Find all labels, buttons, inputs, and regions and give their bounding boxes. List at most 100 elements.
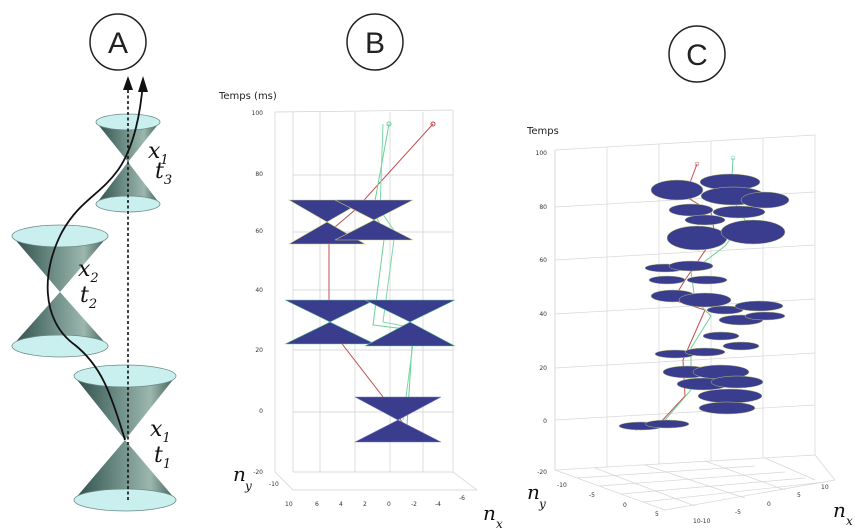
panel-c-disks [618,155,790,431]
svg-text:x1: x1 [150,417,171,446]
panel-b-label: B [346,13,404,71]
panel-b-axis-nx: n x [483,501,503,531]
panel-c-ny-ticks: -10 -5 0 5 [557,482,659,518]
panel-b-nx-ticks: 6 4 2 0 -2 -4 -6 [315,495,465,508]
trajectory-end-point [730,155,736,161]
panel-c-axis-nx: n x [833,498,853,528]
nx-tick: 10 [821,484,829,491]
disk-glyph [698,401,756,415]
disk-glyph [644,419,690,429]
ny-tick: -5 [589,492,595,499]
cone-label-top: x1 t3 [148,139,172,188]
nx-tick: 0 [387,501,391,508]
y-tick: 40 [255,287,263,294]
disk-glyph [720,219,786,245]
svg-text:n: n [233,462,246,486]
y-tick: -20 [537,469,547,476]
nx-tick: 10-10 [693,518,711,525]
trajectory-end-point [386,121,392,127]
y-tick: 80 [539,204,547,211]
y-tick: 60 [539,257,547,264]
disk-glyph [668,203,714,217]
y-tick: 20 [539,365,547,372]
svg-text:n: n [483,501,496,525]
svg-text:C: C [686,39,708,72]
ny-tick: 10 [285,501,293,508]
nx-tick: 4 [339,501,343,508]
panel-c-axis-ny: n y [527,480,546,511]
disk-glyph [684,214,726,226]
panel-b-trajectories [328,123,434,426]
disk-glyph [686,275,728,285]
y-tick: 40 [539,311,547,318]
disk-glyph [697,388,763,404]
disk-glyph [666,225,728,251]
panel-b-y-title: Temps (ms) [218,91,277,102]
nx-tick: -4 [435,501,441,508]
y-tick: 100 [536,150,548,157]
disk-glyph [678,292,732,308]
svg-text:t2: t2 [80,283,97,312]
svg-text:x: x [846,514,853,528]
nx-tick: 5 [797,492,801,499]
panel-c-y-ticks: 100 80 60 40 20 0 -20 [536,150,548,476]
svg-text:A: A [108,27,128,60]
curved-worldline [46,76,148,441]
light-cone-bottom [73,364,177,512]
panel-b-plot: B Temps (ms) 100 80 60 [218,13,503,531]
panel-b: B Temps (ms) 100 80 60 [205,0,505,531]
cone-glyph [287,199,414,245]
y-tick: -20 [253,469,263,476]
svg-text:n: n [833,498,846,522]
panel-c-plot: C Temps [526,25,853,528]
disk-glyph [706,305,744,315]
nx-tick: -5 [735,509,741,516]
disk-glyph [710,375,764,389]
disk-glyph [744,311,786,321]
panel-b-ny-ticks: -10 10 [269,481,293,508]
svg-text:x2: x2 [78,257,99,286]
disk-glyph [702,331,740,341]
disk-glyph [712,205,766,219]
cone-label-bottom: x1 t1 [150,417,171,472]
ny-tick: -10 [557,482,567,489]
svg-text:B: B [365,27,385,60]
cone-label-middle: x2 t2 [78,257,99,312]
disk-glyph [734,300,784,312]
disk-glyph [684,347,726,357]
trajectory-end-point [694,161,700,167]
nx-tick: -6 [459,495,465,502]
disk-glyph [648,275,686,285]
nx-tick: 0 [767,501,771,508]
panel-b-axis-ny: n y [233,462,252,493]
panel-b-y-ticks: 100 80 60 40 20 0 -20 [252,110,264,476]
y-tick: 60 [255,228,263,235]
svg-text:x: x [496,517,503,531]
cone-glyph [354,396,442,443]
panel-c: C Temps [515,0,855,531]
panel-a-label: A [89,13,147,71]
svg-text:y: y [538,497,546,511]
ny-tick: 0 [623,502,627,509]
y-tick: 80 [255,171,263,178]
panel-b-3d-box [274,109,478,491]
trajectory-end-point [430,121,436,127]
cone-glyph [284,299,456,347]
nx-tick: 6 [315,501,319,508]
panel-c-label: C [668,25,726,83]
svg-text:t1: t1 [154,443,171,472]
y-tick: 20 [255,347,263,354]
svg-text:x1: x1 [148,139,169,168]
panel-a-figure: A [11,13,177,512]
svg-text:t3: t3 [155,159,172,188]
ny-tick: 5 [655,511,659,518]
y-tick: 0 [543,418,547,425]
panel-c-nx-ticks: 10-10 -5 0 5 10 [693,484,829,525]
y-tick: 100 [252,110,264,117]
y-tick: 0 [259,408,263,415]
nx-tick: 2 [363,501,367,508]
straight-worldline [123,76,133,500]
ny-tick: -10 [269,481,279,488]
panel-b-cones [284,121,456,443]
disk-glyph [668,260,714,272]
